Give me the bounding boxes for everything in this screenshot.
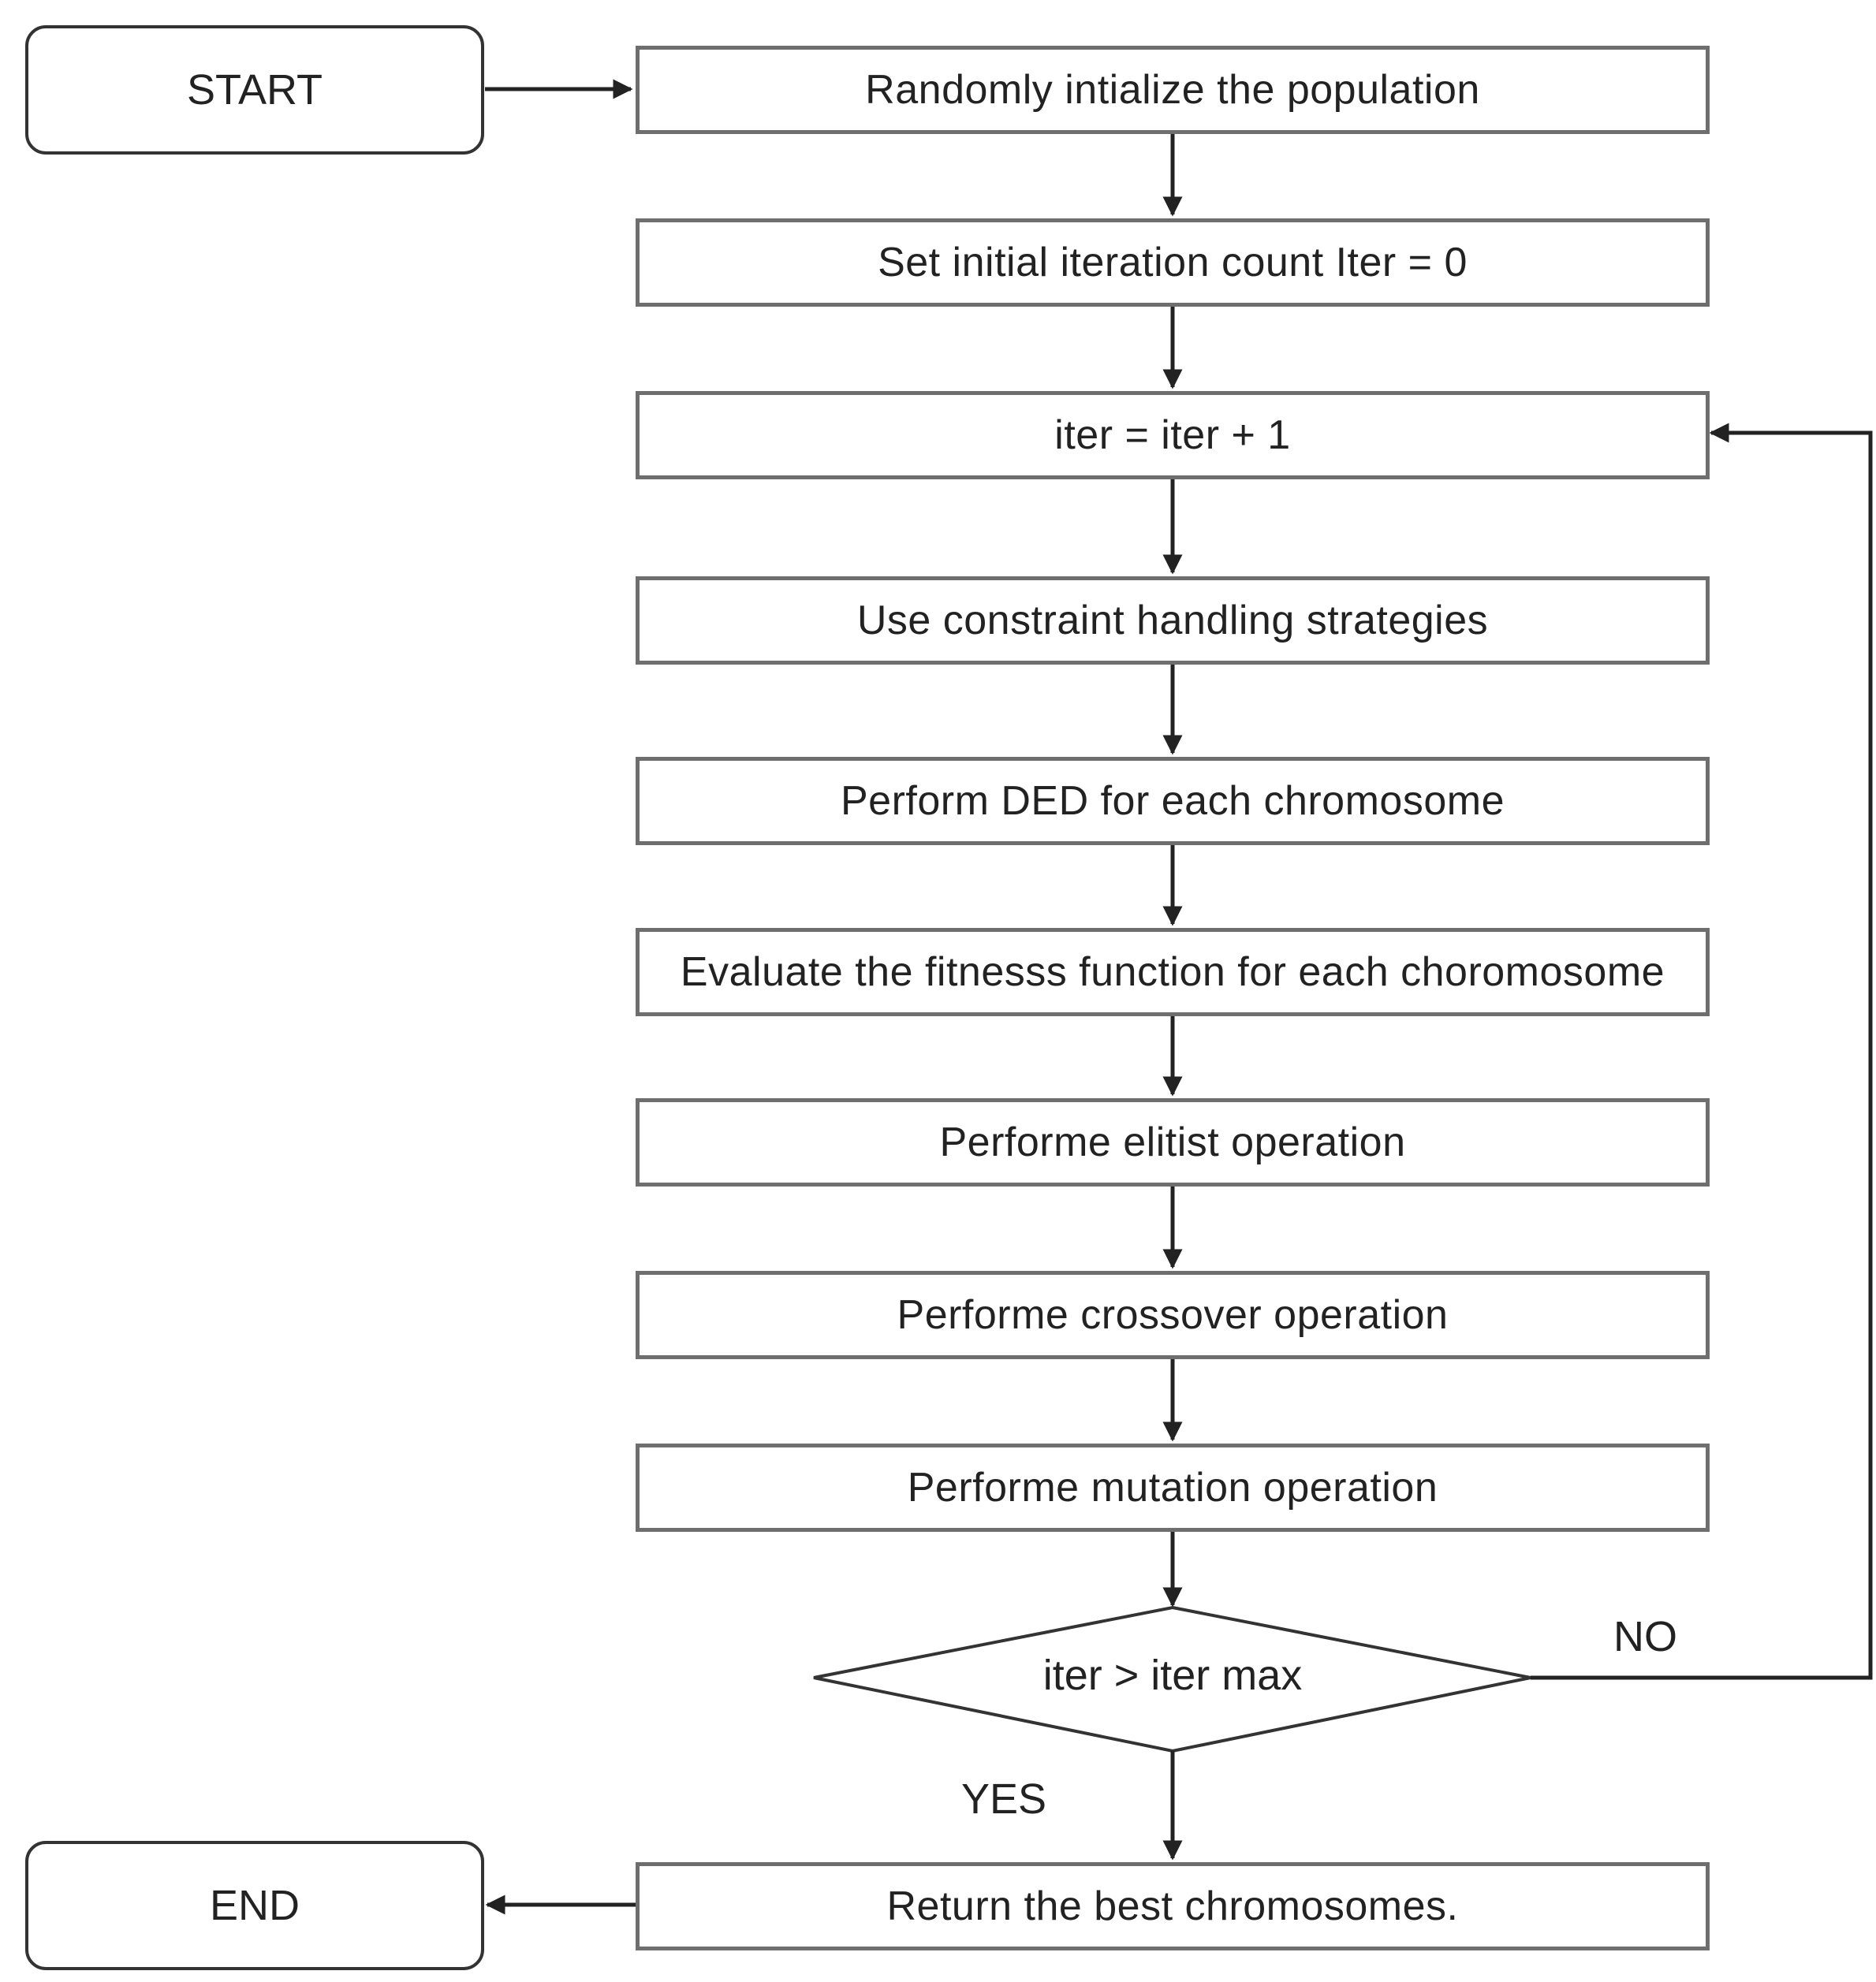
step-label: Evaluate the fitnesss function for each … [680, 949, 1665, 995]
decision-label: iter > iter max [1042, 1652, 1303, 1699]
step-set-iteration-count: Set initial iteration count Iter = 0 [636, 218, 1710, 307]
step-label: Performe elitist operation [939, 1120, 1406, 1165]
step-perform-ded: Perform DED for each chromosome [636, 757, 1710, 845]
step-label: Return the best chromosomes. [886, 1883, 1459, 1929]
start-label: START [186, 66, 323, 114]
step-crossover-operation: Performe crossover operation [636, 1271, 1710, 1359]
step-label: iter = iter + 1 [1054, 412, 1291, 458]
arrow-decision-no-loop [1531, 423, 1873, 1680]
step-mutation-operation: Performe mutation operation [636, 1444, 1710, 1532]
step-evaluate-fitness: Evaluate the fitnesss function for each … [636, 928, 1710, 1016]
branch-label-yes: YES [961, 1775, 1047, 1823]
branch-label-no: NO [1613, 1613, 1677, 1660]
step-label: Use constraint handling strategies [856, 598, 1489, 643]
step-increment-iteration: iter = iter + 1 [636, 391, 1710, 479]
step-constraint-handling: Use constraint handling strategies [636, 576, 1710, 665]
step-label: Set initial iteration count Iter = 0 [878, 240, 1468, 285]
step-initialize-population: Randomly intialize the population [636, 46, 1710, 134]
step-label: Performe crossover operation [897, 1292, 1449, 1338]
step-label: Randomly intialize the population [865, 67, 1480, 113]
end-label: END [209, 1882, 300, 1929]
step-label: Perform DED for each chromosome [841, 778, 1505, 824]
end-terminal: END [25, 1841, 484, 1970]
step-label: Performe mutation operation [907, 1465, 1438, 1511]
step-return-best: Return the best chromosomes. [636, 1862, 1710, 1950]
step-elitist-operation: Performe elitist operation [636, 1098, 1710, 1187]
start-terminal: START [25, 25, 484, 155]
